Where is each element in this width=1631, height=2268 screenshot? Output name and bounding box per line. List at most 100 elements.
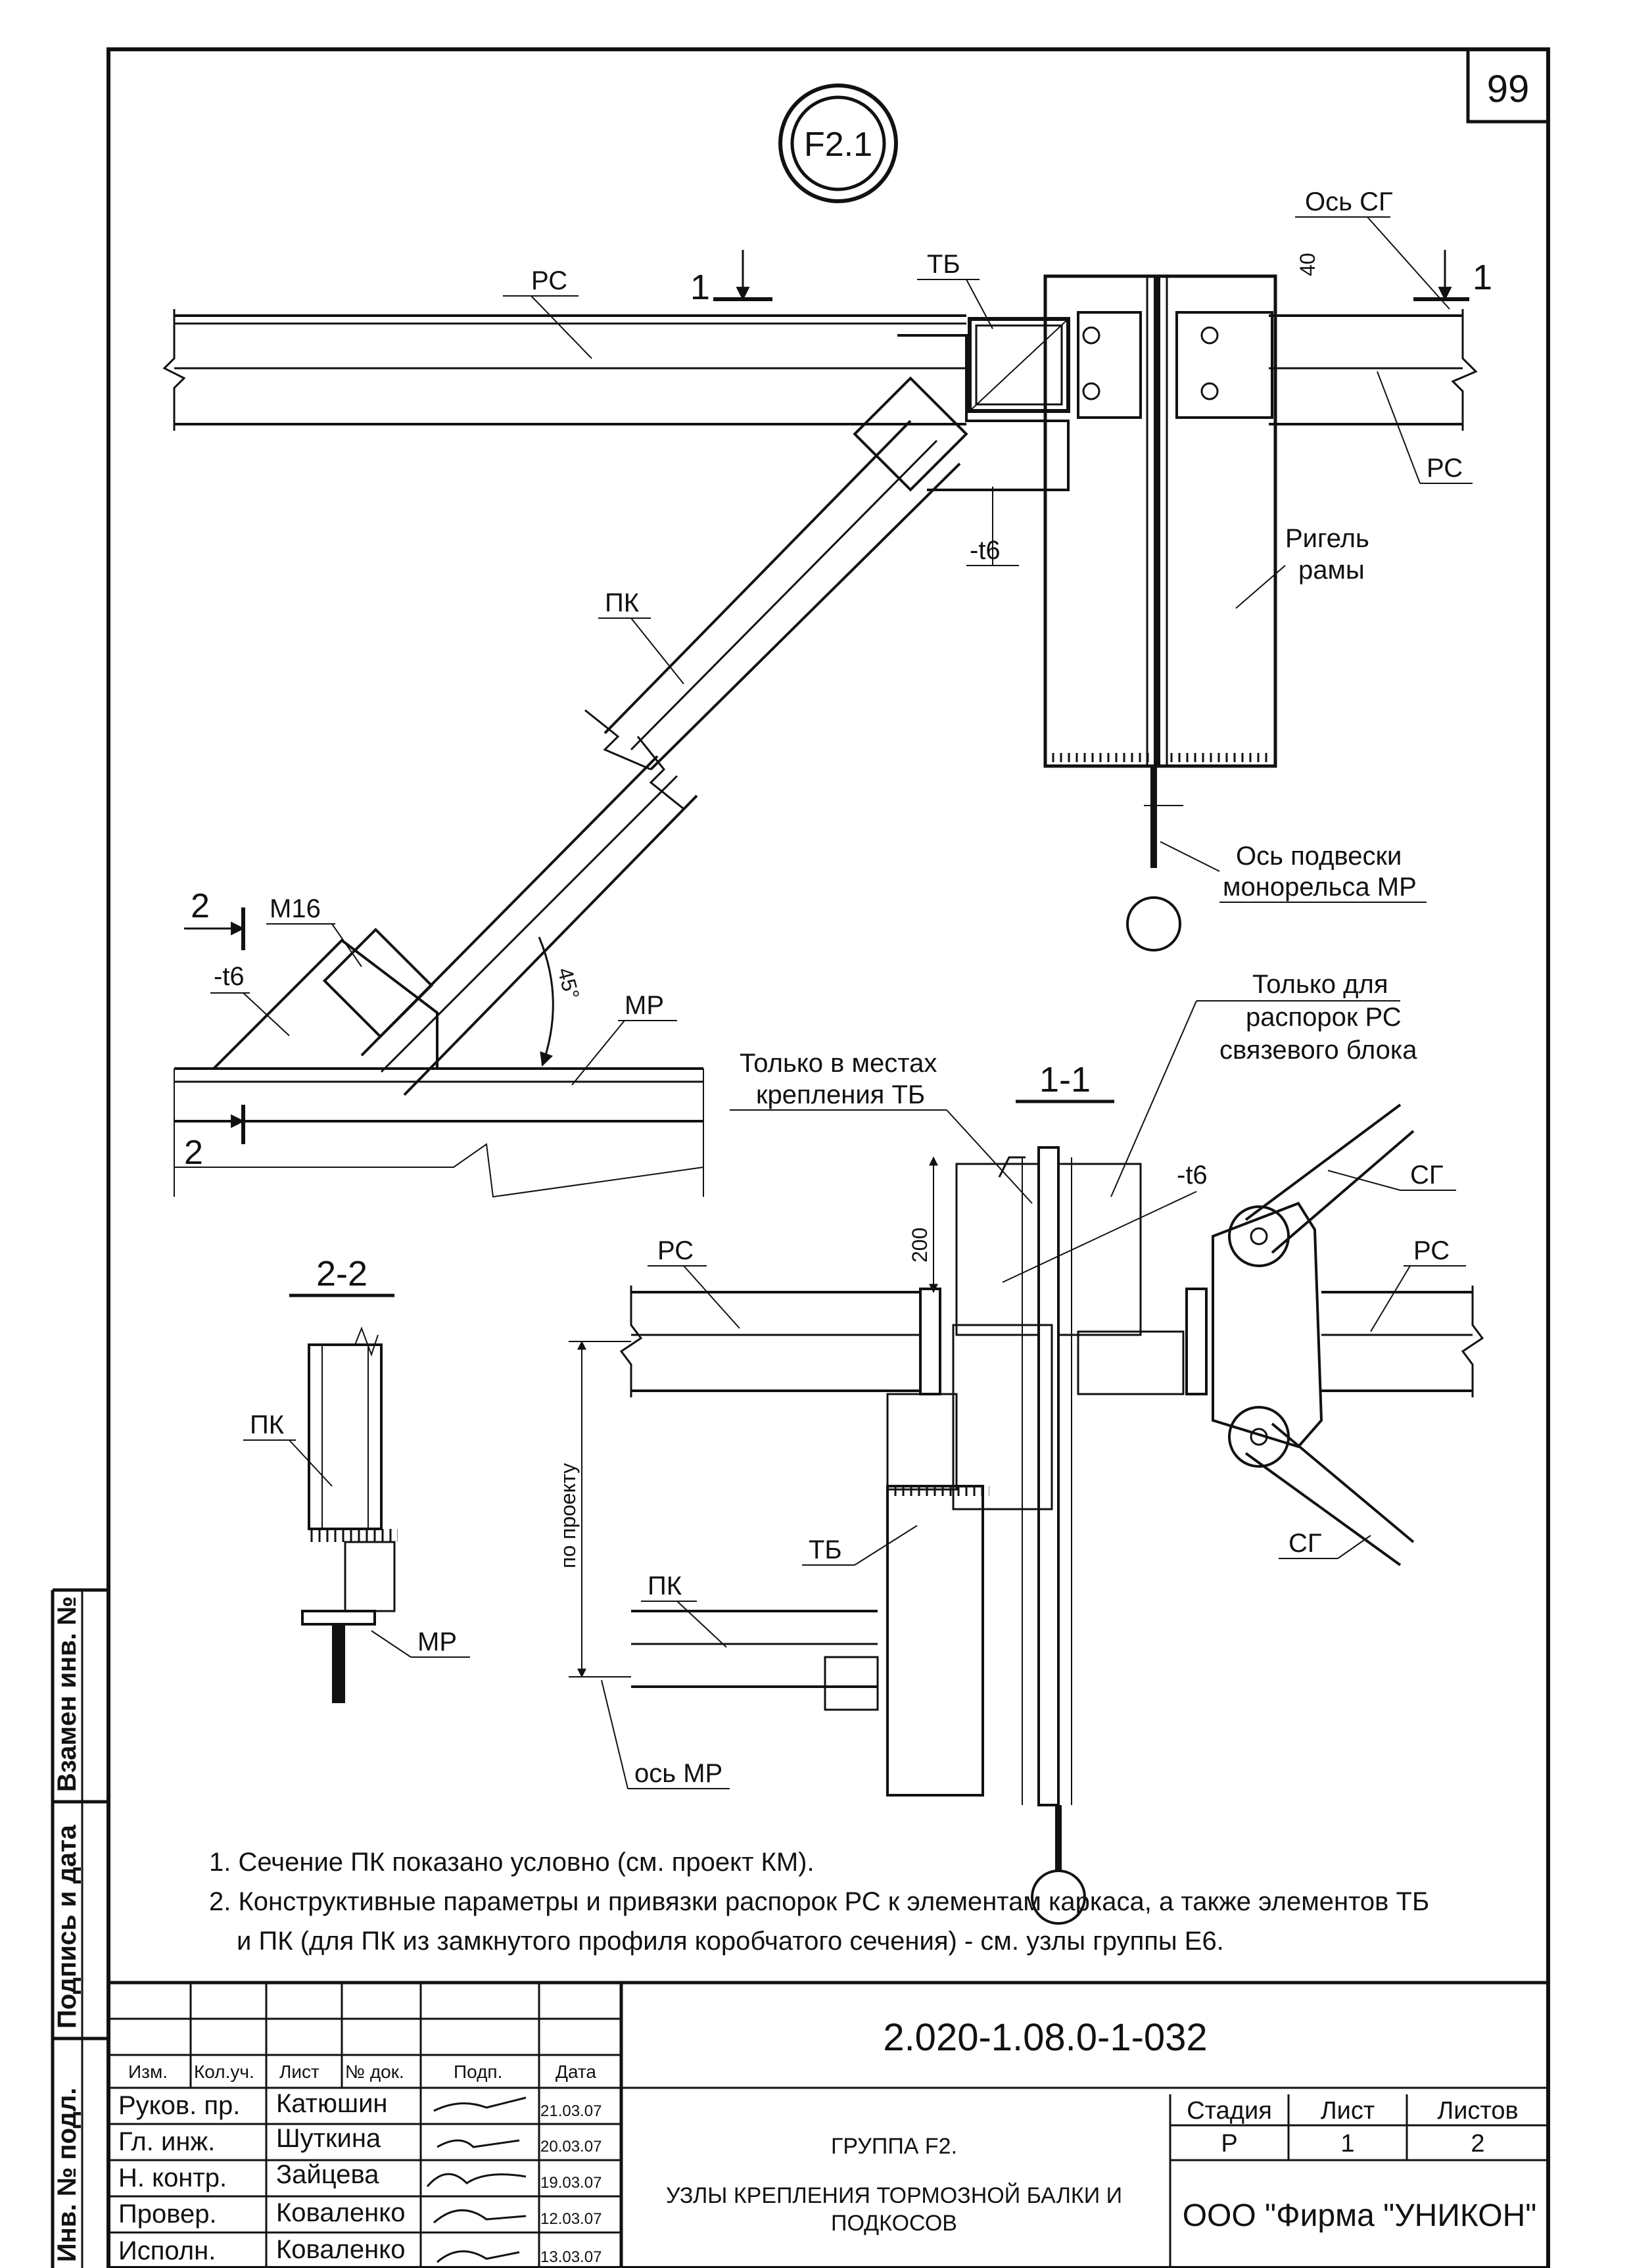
label-rs-only-1: Только для: [1252, 970, 1388, 999]
tb-header-izm: Изм.: [128, 2062, 168, 2082]
label-pk-2: ПК: [648, 1572, 682, 1601]
label-axis-mr: ось МР: [634, 1759, 722, 1788]
cut-1-right-label: 1: [1473, 258, 1492, 297]
tb-row-3: Н. контр. Зайцева 19.03.07: [118, 2160, 602, 2192]
label-rs-2: РС: [1427, 454, 1463, 483]
tb-row-4: Провер. Коваленко 12.03.07: [118, 2198, 602, 2229]
stamp-inv-orig: Инв. № подл.: [53, 2088, 82, 2262]
tb-role: Н. контр.: [118, 2163, 227, 2192]
cut-2-bottom-label: 2: [184, 1134, 203, 1172]
cut-1-left-label: 1: [690, 268, 710, 307]
tb-date: 20.03.07: [540, 2138, 602, 2156]
sheet-title-1: УЗЛЫ КРЕПЛЕНИЯ ТОРМОЗНОЙ БАЛКИ И: [666, 2183, 1122, 2208]
dim-200: 200: [908, 1228, 932, 1263]
label-hanger-1: Ось подвески: [1236, 842, 1402, 871]
angle-45: 45°: [553, 965, 584, 1001]
label-rs-3: РС: [657, 1236, 694, 1265]
tb-date: 19.03.07: [540, 2174, 602, 2192]
main-plan-view: [162, 274, 1478, 1198]
cut-2-top-label: 2: [191, 887, 210, 925]
label-tb-only-1: Только в местах: [740, 1049, 937, 1078]
note-1: 1. Сечение ПК показано условно (см. прое…: [209, 1848, 815, 1877]
node-id: F2.1: [804, 126, 872, 164]
monorail-beam: [174, 1067, 704, 1198]
tb-row-2: Гл. инж. Шуткина 20.03.07: [118, 2124, 602, 2156]
note-3: и ПК (для ПК из замкнутого профиля короб…: [237, 1927, 1224, 1956]
label-pk-1: ПК: [605, 589, 640, 617]
section-cut-1: 1 1: [690, 250, 1492, 307]
section-1-1-title: 1-1: [1039, 1060, 1091, 1099]
stage-label: Стадия: [1187, 2097, 1272, 2125]
tb-role: Руков. пр.: [118, 2091, 240, 2120]
tb-role: Гл. инж.: [118, 2127, 215, 2156]
tb-row-1: Руков. пр. Катюшин 21.03.07: [118, 2089, 602, 2120]
label-tb-1: ТБ: [927, 250, 960, 279]
tb-name: Шуткина: [276, 2124, 381, 2153]
tb-date: 21.03.07: [540, 2102, 602, 2120]
page-number: 99: [1487, 68, 1530, 110]
dim-40: 40: [1296, 253, 1319, 276]
section-1-1-view: 1-1 Только в местах крепления ТБ Только …: [556, 970, 1484, 1925]
tb-role: Исполн.: [118, 2236, 216, 2265]
tb-header-kol: Кол.уч.: [194, 2062, 254, 2082]
sheets-label: Листов: [1437, 2097, 1518, 2125]
tb-row-5: Исполн. Коваленко 13.03.07: [118, 2235, 602, 2266]
tb-header-date: Дата: [555, 2062, 596, 2082]
label-m16: М16: [270, 894, 321, 923]
frame-girder: [1043, 274, 1277, 952]
sheet-frame: 99: [106, 47, 1550, 2268]
doc-code: 2.020-1.08.0-1-032: [883, 2016, 1207, 2059]
section-2-2-title: 2-2: [316, 1254, 367, 1293]
label-rigel-1: Ригель: [1285, 524, 1369, 553]
stamp-replace-inv: Взамен инв. №: [53, 1596, 82, 1792]
tb-header-list: Лист: [279, 2062, 319, 2082]
company-name: ООО "Фирма "УНИКОН": [1183, 2198, 1537, 2233]
label-t6-1: -t6: [970, 536, 1001, 565]
tb-box: [968, 317, 1070, 413]
sheet-label: Лист: [1321, 2097, 1375, 2125]
tb-name: Коваленко: [276, 2198, 405, 2227]
tb-role: Провер.: [118, 2200, 217, 2229]
tb-header-sign: Подп.: [454, 2062, 502, 2082]
brace-pk: [322, 376, 968, 1096]
label-hanger-2: монорельса МР: [1223, 873, 1417, 902]
label-rs-only-2: распорок РС: [1246, 1003, 1402, 1032]
label-pk-3: ПК: [250, 1411, 285, 1439]
label-mr-1: МР: [625, 991, 664, 1020]
label-sg-1: СГ: [1410, 1161, 1444, 1190]
dim-by-project: по проекту: [556, 1463, 580, 1568]
side-stamp: Взамен инв. № Подпись и дата Инв. № подл…: [51, 1588, 108, 2268]
node-marker: F2.1: [778, 84, 898, 203]
tb-date: 13.03.07: [540, 2248, 602, 2266]
tb-name: Катюшин: [276, 2089, 388, 2118]
label-rs-only-3: связевого блока: [1219, 1036, 1417, 1065]
sheet-value: 1: [1340, 2130, 1354, 2158]
note-2: 2. Конструктивные параметры и привязки р…: [209, 1887, 1429, 1916]
label-t6-2: -t6: [214, 962, 245, 991]
sheets-value: 2: [1471, 2130, 1484, 2158]
strut-rs-left: [162, 309, 966, 431]
label-rs-1: РС: [531, 266, 567, 295]
label-t6-3: -t6: [1177, 1161, 1208, 1190]
tb-name: Зайцева: [276, 2160, 379, 2189]
label-mr-2: МР: [417, 1628, 457, 1656]
label-tb-2: ТБ: [809, 1535, 842, 1564]
group-label: ГРУППА F2.: [831, 2134, 957, 2159]
label-rs-4: РС: [1413, 1236, 1450, 1265]
stage-value: Р: [1221, 2130, 1237, 2158]
label-sg-2: СГ: [1288, 1529, 1322, 1558]
notes: 1. Сечение ПК показано условно (см. прое…: [209, 1848, 1429, 1956]
label-rigel-2: рамы: [1298, 556, 1365, 585]
tb-header-ndoc: № док.: [345, 2062, 404, 2082]
label-tb-only-2: крепления ТБ: [756, 1080, 925, 1109]
tb-date: 12.03.07: [540, 2210, 602, 2228]
title-block: Изм. Кол.уч. Лист № док. Подп. Дата Руко…: [106, 1981, 1550, 2268]
tb-name: Коваленко: [276, 2235, 405, 2264]
main-view-labels: РС ТБ Ось СГ 40 РС -t6 Ригель рамы ПК Ос…: [210, 187, 1473, 1086]
sheet-title-2: ПОДКОСОВ: [831, 2211, 957, 2236]
label-axis-sg: Ось СГ: [1305, 187, 1393, 216]
strut-rs-right: [1269, 309, 1478, 431]
section-cut-2: 2 2: [184, 887, 245, 1172]
stamp-sign-date: Подпись и дата: [53, 1824, 82, 2029]
